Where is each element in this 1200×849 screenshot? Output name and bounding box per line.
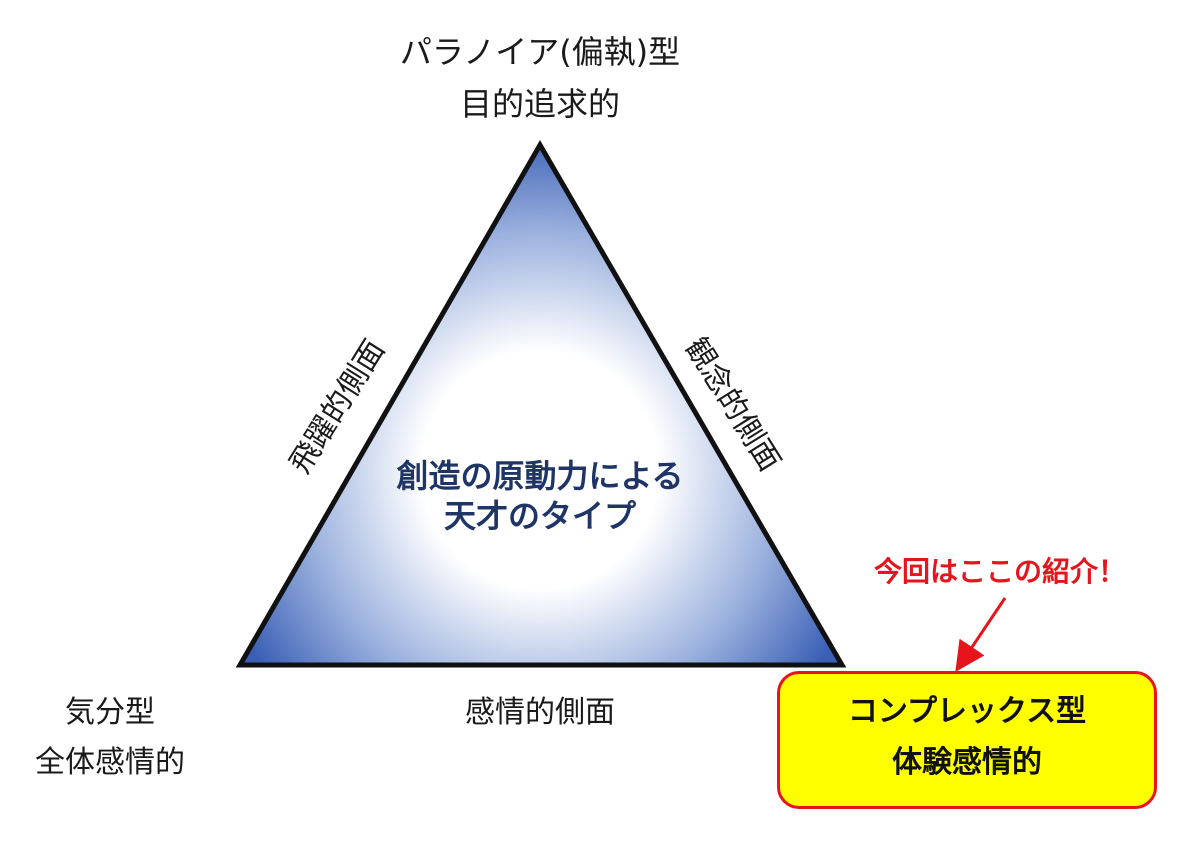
triangle [235, 140, 847, 668]
highlight-box [777, 671, 1157, 809]
bottom-left-type-label: 気分型 [65, 695, 155, 730]
callout-text: 今回はここの紹介！ [873, 555, 1126, 588]
apex-sub-label: 目的追求的 [459, 85, 620, 123]
bottom-left-sub-label: 全体感情的 [35, 745, 185, 780]
apex-type-label: パラノイア(偏執)型 [399, 33, 681, 71]
center-title-line1: 創造の原動力による [396, 457, 684, 495]
callout-arrow [955, 597, 1007, 672]
bottom-right-type-label: コンプレックス型 [847, 694, 1087, 729]
bottom-edge-label: 感情的側面 [465, 695, 615, 730]
bottom-right-sub-label: 体験感情的 [892, 745, 1042, 780]
center-title-line2: 天才のタイプ [443, 497, 636, 535]
